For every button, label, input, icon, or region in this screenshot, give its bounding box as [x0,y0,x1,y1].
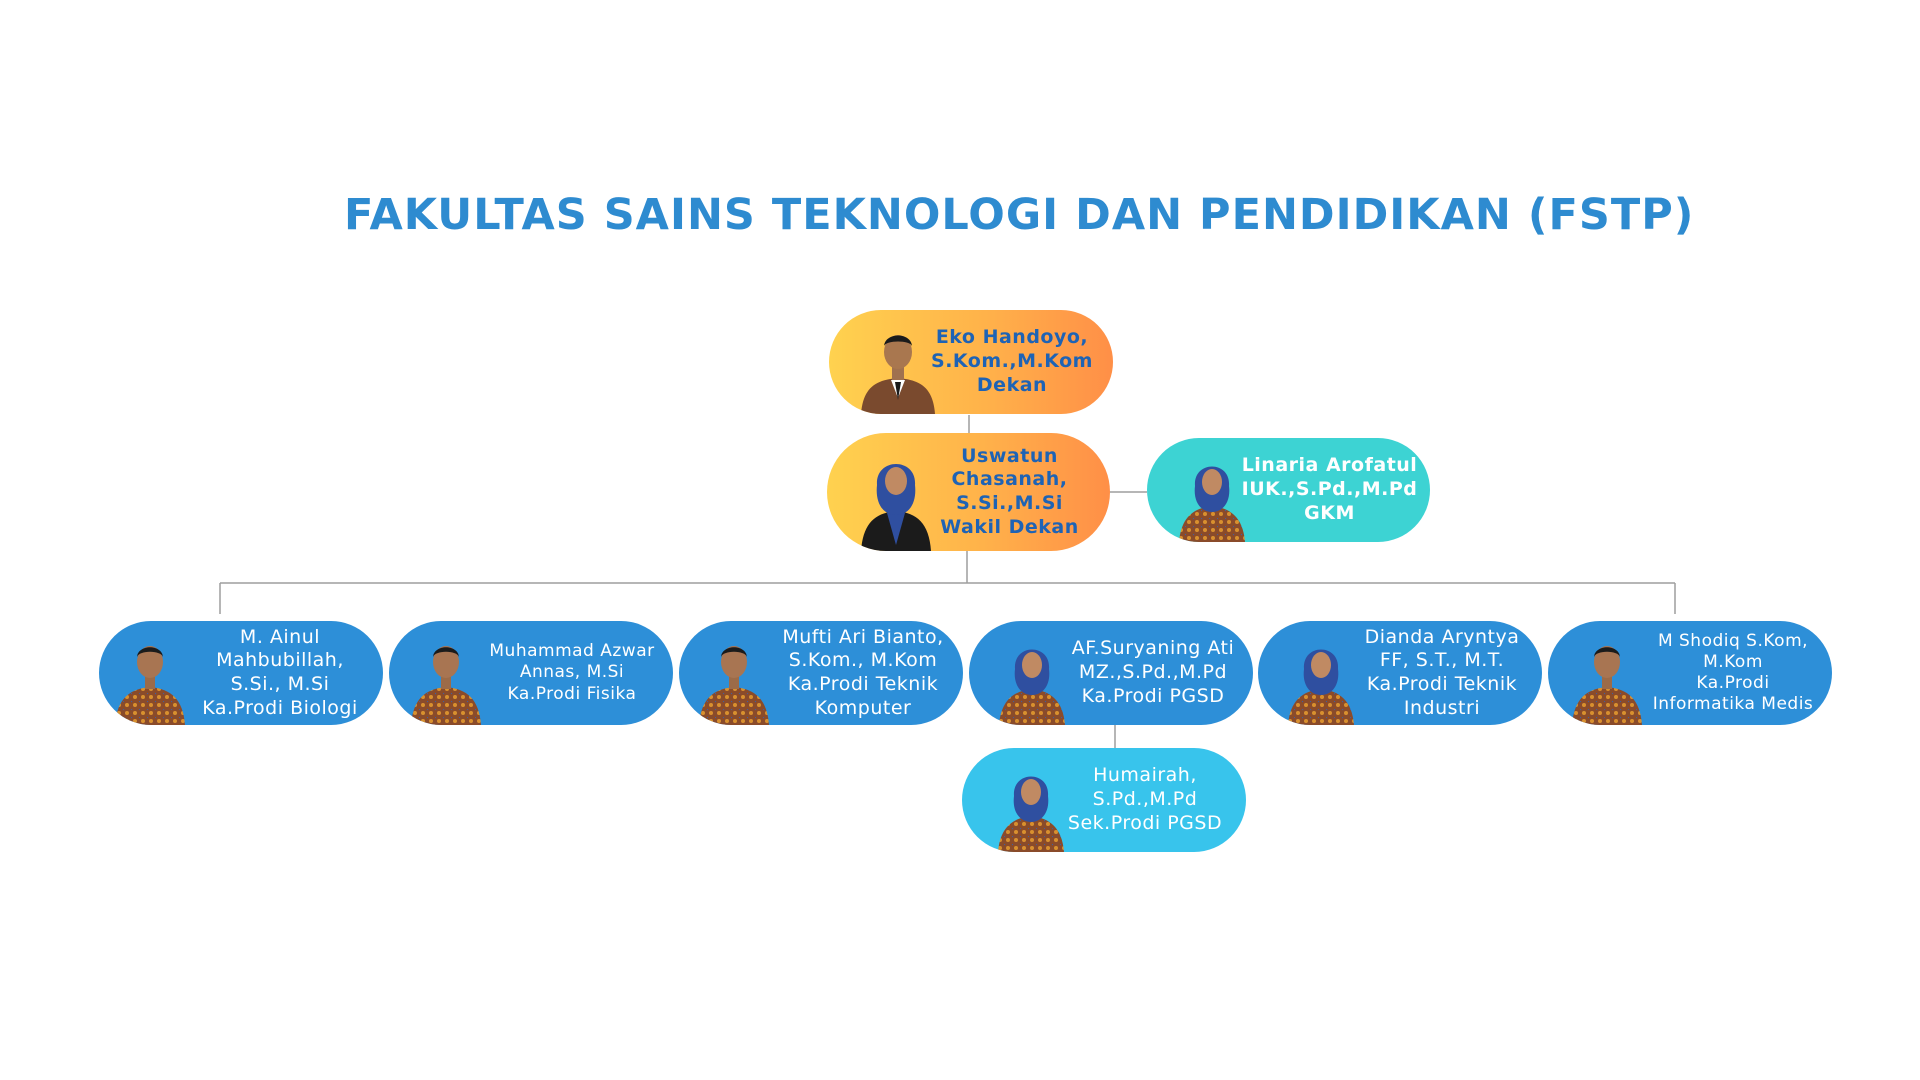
photo-gkm [1169,446,1255,542]
node-dekan-text: Eko Handoyo, S.Kom.,M.Kom Dekan [931,326,1093,396]
photo-informatika-medis [1564,629,1650,725]
node-dekan: Eko Handoyo, S.Kom.,M.Kom Dekan [829,310,1113,414]
photo-biologi [107,629,193,725]
chart-title: FAKULTAS SAINS TEKNOLOGI DAN PENDIDIKAN … [344,190,1695,240]
node-pgsd-text: AF.Suryaning Ati MZ.,S.Pd.,M.Pd Ka.Prodi… [1071,637,1235,707]
node-fisika: Muhammad Azwar Annas, M.Si Ka.Prodi Fisi… [389,621,673,725]
photo-teknik-komputer [691,629,777,725]
node-gkm-text: Linaria Arofatul IUK.,S.Pd.,M.Pd GKM [1241,454,1418,524]
photo-teknik-industri [1278,629,1364,725]
node-teknik-komputer-text: Mufti Ari Bianto, S.Kom., M.Kom Ka.Prodi… [782,625,944,719]
node-informatika-medis-text: M Shodiq S.Kom, M.Kom Ka.Prodi Informati… [1652,630,1814,715]
node-gkm: Linaria Arofatul IUK.,S.Pd.,M.Pd GKM [1147,438,1430,542]
node-biologi-text: M. Ainul Mahbubillah, S.Si., M.Si Ka.Pro… [202,625,358,719]
photo-sek-pgsd [988,756,1074,852]
node-fisika-text: Muhammad Azwar Annas, M.Si Ka.Prodi Fisi… [489,641,655,704]
node-informatika-medis: M Shodiq S.Kom, M.Kom Ka.Prodi Informati… [1548,621,1832,725]
photo-pgsd [989,629,1075,725]
node-wakil-dekan-text: Uswatun Chasanah, S.Si.,M.Si Wakil Dekan [940,444,1079,538]
node-sek-pgsd-text: Humairah, S.Pd.,M.Pd Sek.Prodi PGSD [1067,764,1223,834]
node-teknik-industri: Dianda Aryntya FF, S.T., M.T. Ka.Prodi T… [1258,621,1542,725]
node-teknik-industri-text: Dianda Aryntya FF, S.T., M.T. Ka.Prodi T… [1364,625,1520,719]
node-sek-pgsd: Humairah, S.Pd.,M.Pd Sek.Prodi PGSD [962,748,1246,852]
photo-wakil-dekan [853,441,939,551]
node-teknik-komputer: Mufti Ari Bianto, S.Kom., M.Kom Ka.Prodi… [679,621,963,725]
node-biologi: M. Ainul Mahbubillah, S.Si., M.Si Ka.Pro… [99,621,383,725]
photo-fisika [403,629,489,725]
photo-dekan [855,318,941,414]
node-wakil-dekan: Uswatun Chasanah, S.Si.,M.Si Wakil Dekan [827,433,1110,551]
node-pgsd: AF.Suryaning Ati MZ.,S.Pd.,M.Pd Ka.Prodi… [969,621,1253,725]
